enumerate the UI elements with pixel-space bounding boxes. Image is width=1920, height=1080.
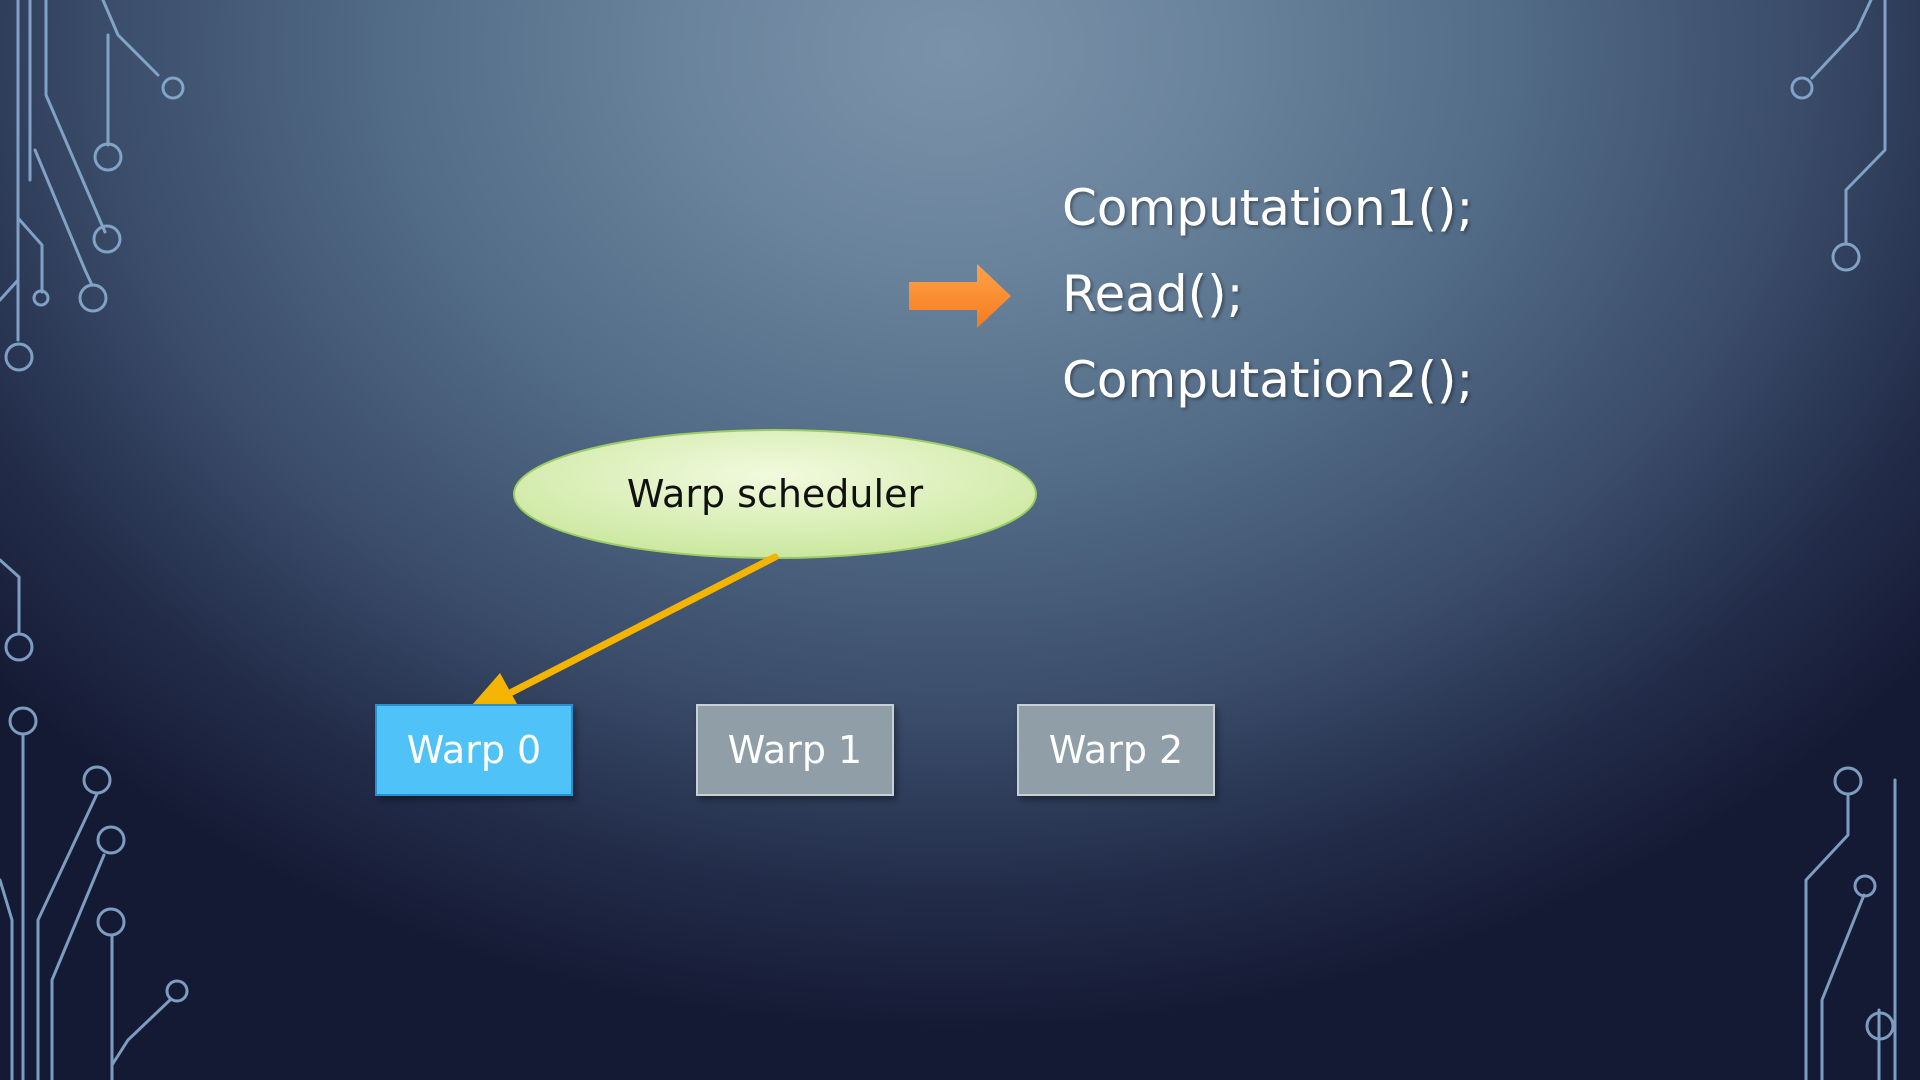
warp-scheduler-label: Warp scheduler [626, 472, 924, 516]
code-listing: Computation1(); Read(); Computation2(); [1062, 165, 1473, 423]
code-line-read: Read(); [1062, 265, 1244, 323]
warp-2-box: Warp 2 [1017, 704, 1215, 796]
code-line-computation1: Computation1(); [1062, 179, 1474, 237]
current-instruction-arrow [909, 264, 1011, 328]
warp-2-label: Warp 2 [1048, 728, 1184, 772]
warp-1-box: Warp 1 [696, 704, 894, 796]
code-line-computation2: Computation2(); [1062, 351, 1474, 409]
warp-0-label: Warp 0 [406, 728, 542, 772]
scheduler-to-warp0-arrow [472, 553, 779, 713]
warp-0-box: Warp 0 [375, 704, 573, 796]
warp-1-label: Warp 1 [727, 728, 863, 772]
